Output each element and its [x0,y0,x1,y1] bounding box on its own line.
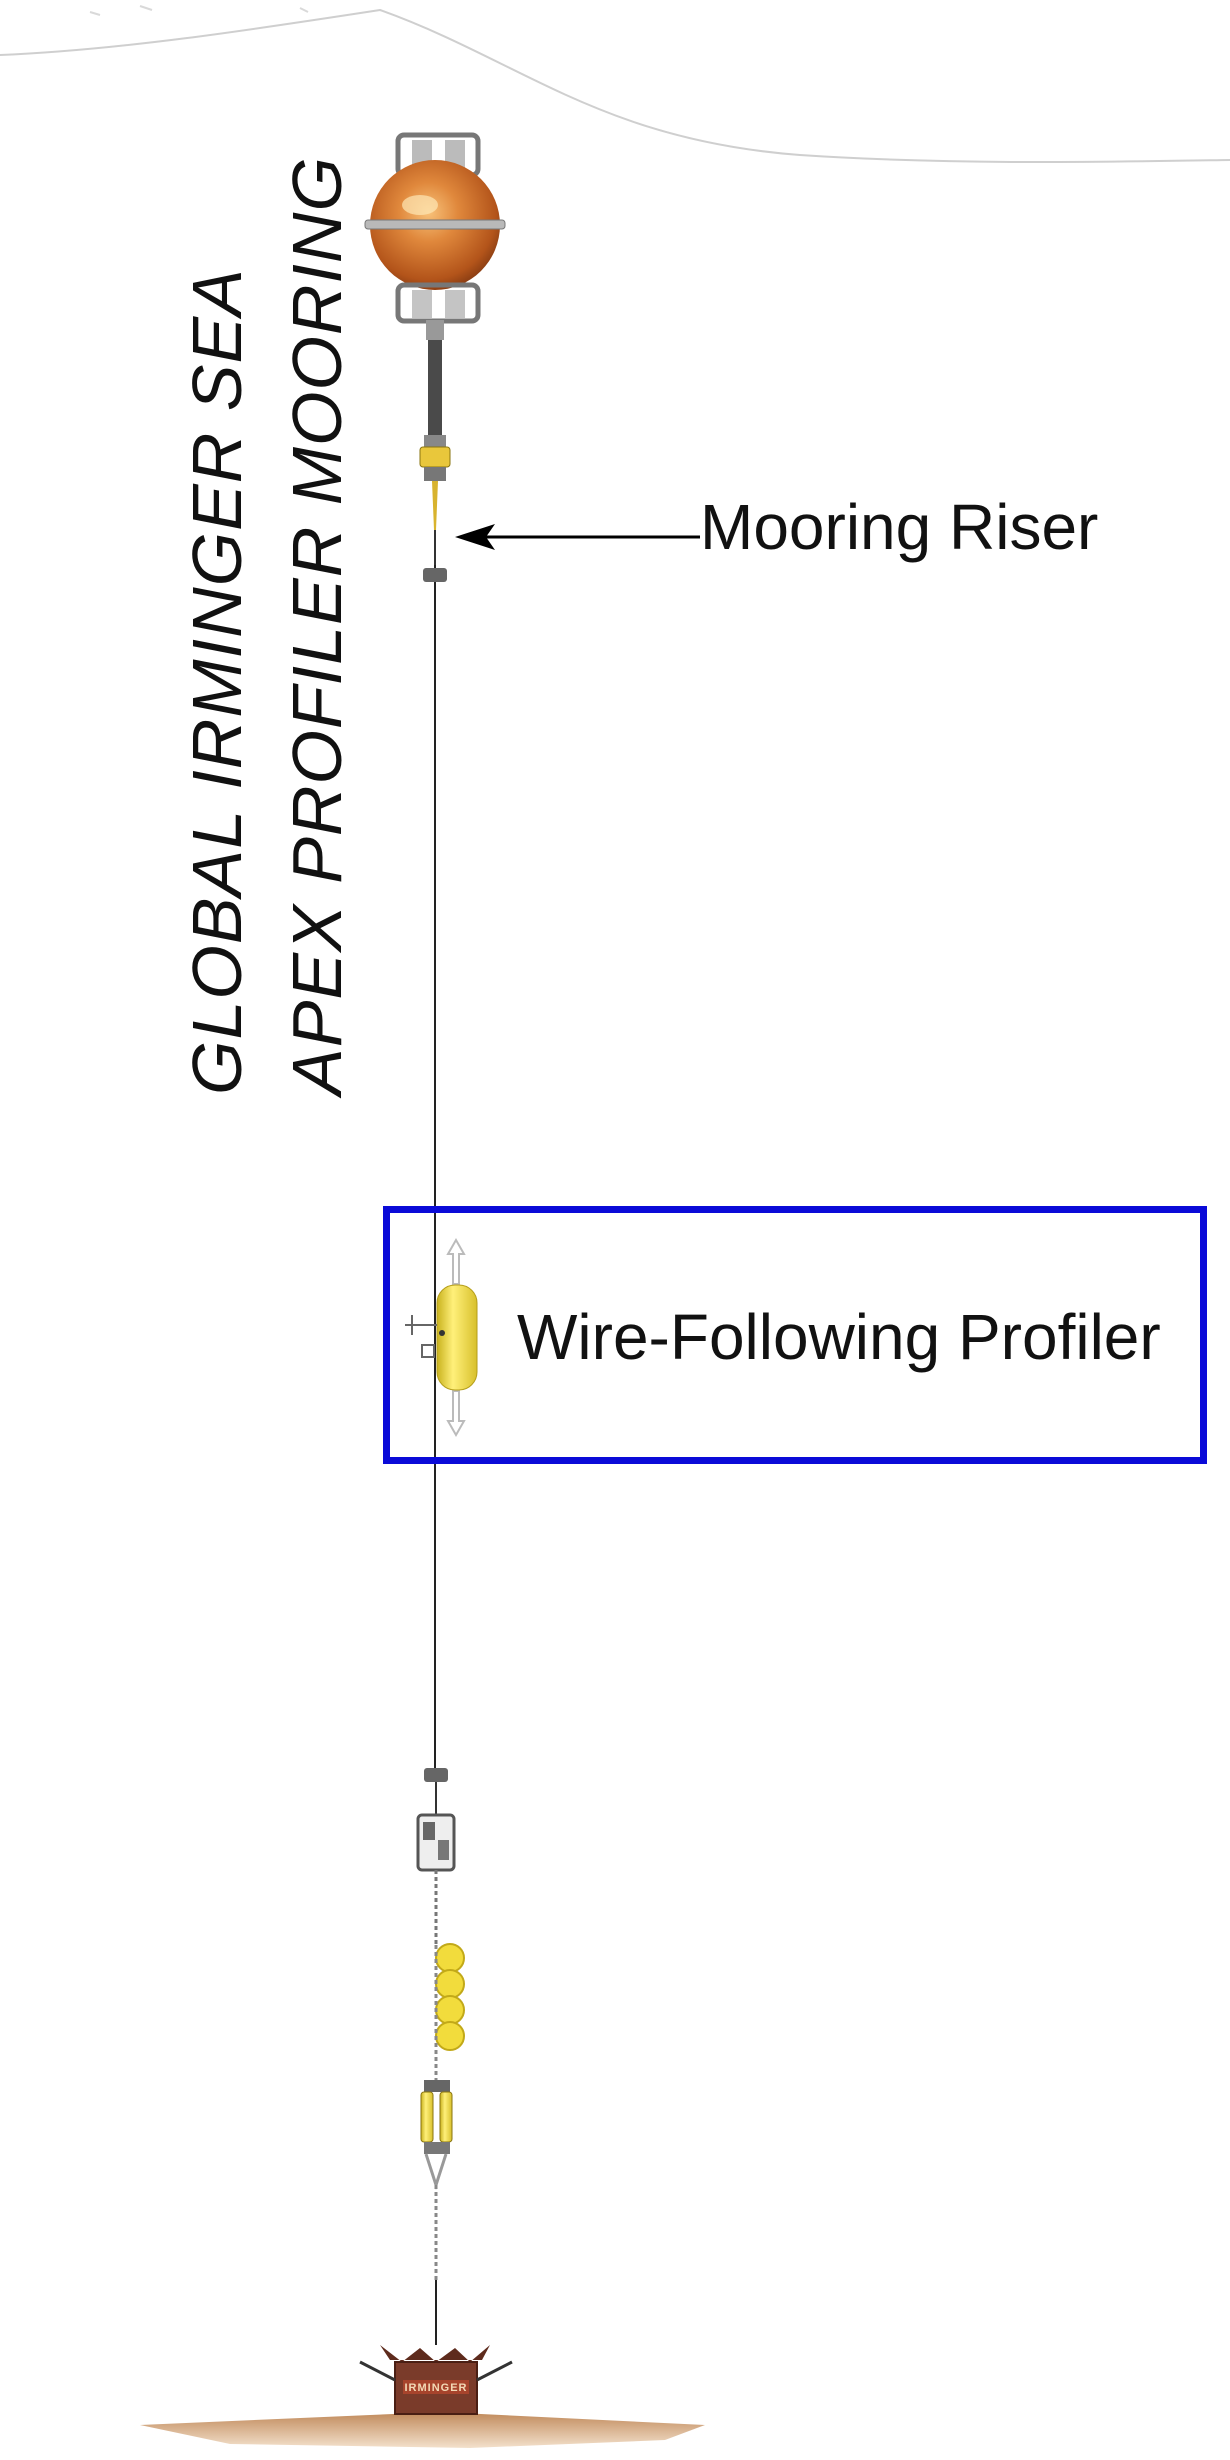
wire-following-profiler [405,1237,478,1438]
wave-marks [89,5,309,16]
anchor: IRMINGER [359,2345,513,2415]
lower-instrument-frame [416,1768,456,1945]
wire-following-profiler-label: Wire-Following Profiler [517,1301,1161,1373]
title-line-1: GLOBAL IRMINGER SEA [178,268,256,1095]
title-line-2: APEX PROFILER MOORING [278,156,356,1095]
profiler-highlight-box [383,1206,1207,1464]
acoustic-release [420,2080,453,2345]
seafloor [140,2412,705,2448]
mooring-riser-label: Mooring Riser [700,491,1099,563]
riser-stem [419,320,451,582]
anchor-name-plate: IRMINGER [405,2382,468,2394]
riser-arrow [455,524,700,550]
sea-surface-line [0,8,1230,164]
buoyancy-floats [434,1943,465,2080]
surface-buoy [364,132,506,324]
